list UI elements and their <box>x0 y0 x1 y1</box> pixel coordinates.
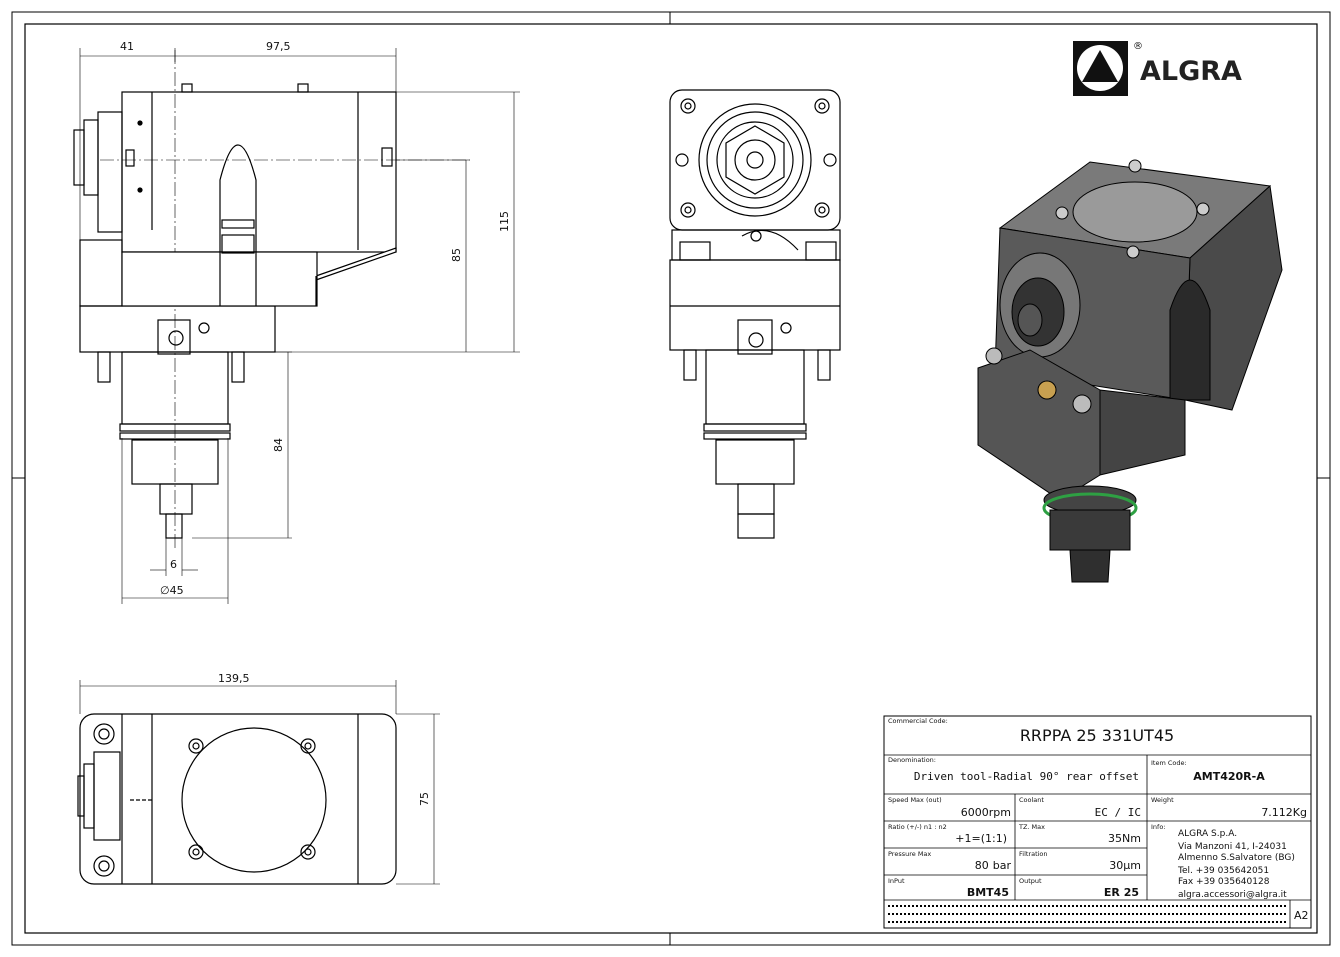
ratio-label: Ratio (+/-) n1 : n2 <box>888 823 947 831</box>
coolant-label: Coolant <box>1019 796 1044 804</box>
info-label: Info: <box>1151 823 1166 831</box>
item-code-label: Item Code: <box>1151 759 1187 767</box>
info-line: Almenno S.Salvatore (BG) <box>1178 853 1295 863</box>
dim-diameter-45: ∅45 <box>160 584 184 597</box>
dim-75: 75 <box>418 792 431 806</box>
output-label: Output <box>1019 877 1042 885</box>
dim-139-5: 139,5 <box>218 672 250 685</box>
algra-logo: ® ALGRA <box>1073 41 1242 96</box>
coolant-value: EC / IC <box>1095 806 1141 819</box>
filtration-value: 30µm <box>1109 859 1141 872</box>
speed-label: Speed Max (out) <box>888 796 942 804</box>
front-view <box>669 89 841 539</box>
filtration-label: Filtration <box>1019 850 1048 858</box>
input-value: BMT45 <box>967 886 1009 899</box>
ratio-value: +1=(1:1) <box>955 832 1007 845</box>
side-dimensions <box>79 48 520 604</box>
info-line: Tel. +39 035642051 <box>1177 866 1269 876</box>
torque-label: TZ. Max <box>1018 823 1045 831</box>
torque-value: 35Nm <box>1108 832 1141 845</box>
info-line: Fax +39 035640128 <box>1178 877 1270 887</box>
company-info: ALGRA S.p.A. Via Manzoni 41, I-24031 Alm… <box>1177 829 1295 900</box>
denomination: Driven tool-Radial 90° rear offset <box>914 770 1139 783</box>
sheet-size: A2 <box>1294 909 1309 922</box>
dim-85: 85 <box>450 248 463 262</box>
isometric-view <box>977 159 1283 583</box>
brand-name: ALGRA <box>1140 56 1242 87</box>
commercial-code-label: Commercial Code: <box>888 717 948 725</box>
top-view <box>77 713 397 885</box>
dim-6: 6 <box>170 558 177 571</box>
weight-value: 7.112Kg <box>1261 806 1307 819</box>
dim-41: 41 <box>120 40 134 53</box>
title-block <box>883 715 1312 929</box>
output-value: ER 25 <box>1104 886 1139 899</box>
input-label: InPut <box>888 877 905 885</box>
weight-label: Weight <box>1151 796 1174 804</box>
dim-84: 84 <box>272 438 285 452</box>
top-dimensions <box>79 680 440 885</box>
pressure-label: Pressure Max <box>888 850 931 858</box>
denomination-label: Denomination: <box>888 756 936 764</box>
info-line: ALGRA S.p.A. <box>1178 829 1237 839</box>
commercial-code: RRPPA 25 331UT45 <box>1020 726 1174 745</box>
info-line: Via Manzoni 41, I-24031 <box>1178 842 1287 852</box>
dim-115: 115 <box>498 211 511 232</box>
side-view <box>73 50 470 550</box>
dim-97-5: 97,5 <box>266 40 291 53</box>
info-line: algra.accessori@algra.it <box>1178 890 1287 900</box>
speed-value: 6000rpm <box>961 806 1011 819</box>
registered-mark: ® <box>1133 41 1143 52</box>
item-code: AMT420R-A <box>1193 770 1265 783</box>
sheet-border <box>11 11 1331 946</box>
